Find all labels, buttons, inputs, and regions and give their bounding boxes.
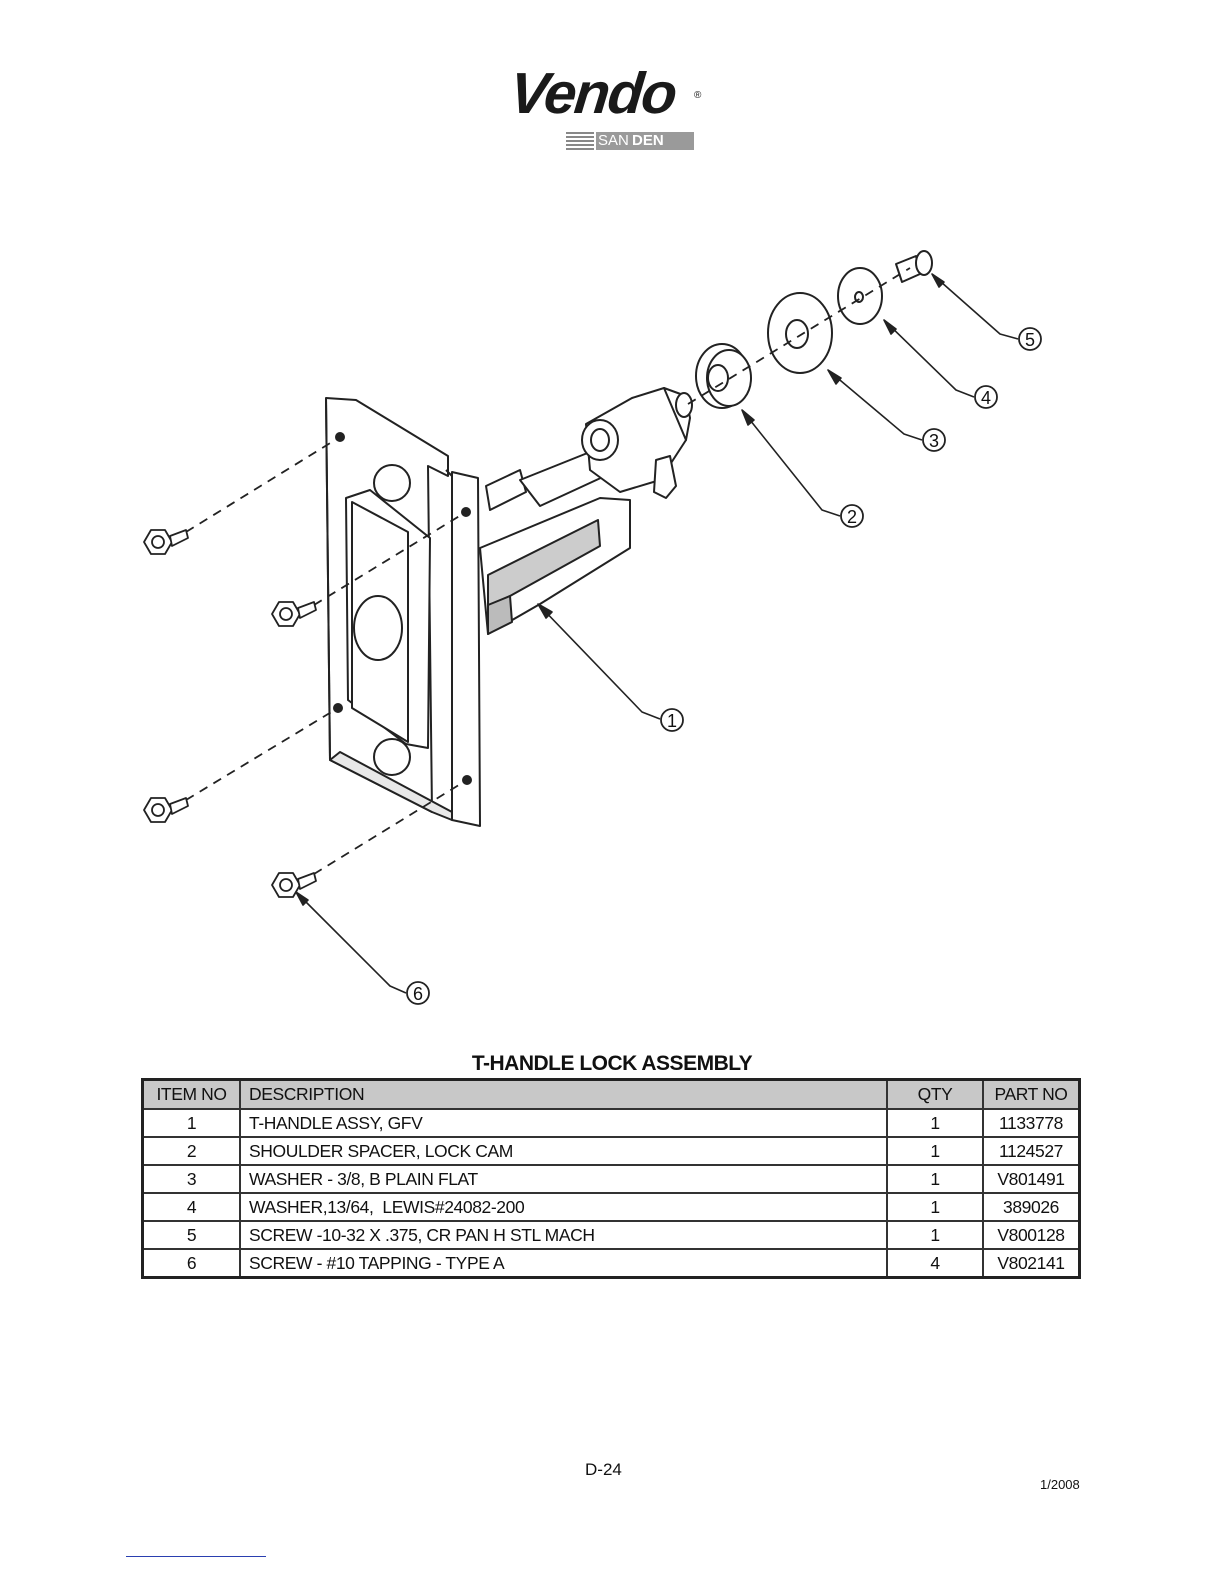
- page-number: D-24: [585, 1460, 622, 1479]
- cell-description: SHOULDER SPACER, LOCK CAM: [239, 1136, 888, 1166]
- logo-sub-den: DEN: [632, 132, 664, 149]
- callout-1: 1: [660, 708, 684, 732]
- table-row: 3 WASHER - 3/8, B PLAIN FLAT 1 V801491: [141, 1164, 1081, 1194]
- header-description: DESCRIPTION: [239, 1078, 888, 1110]
- cell-qty: 1: [886, 1108, 984, 1138]
- svg-text:1: 1: [667, 711, 677, 731]
- pan-head-screw: [895, 250, 933, 283]
- svg-text:5: 5: [1025, 330, 1035, 350]
- cell-description: WASHER,13/64, LEWIS#24082-200: [239, 1192, 888, 1222]
- vendo-sanden-logo: Vendo ® SAN DEN: [506, 61, 706, 156]
- cell-item: 4: [141, 1192, 241, 1222]
- cell-item: 2: [141, 1136, 241, 1166]
- table-header-row: ITEM NO DESCRIPTION QTY PART NO: [141, 1078, 1081, 1110]
- cell-description: WASHER - 3/8, B PLAIN FLAT: [239, 1164, 888, 1194]
- cell-item: 3: [141, 1164, 241, 1194]
- cell-item: 6: [141, 1248, 241, 1279]
- cell-qty: 1: [886, 1192, 984, 1222]
- logo-wordmark: Vendo: [506, 61, 679, 126]
- callout-5: 5: [1018, 327, 1042, 351]
- table-row: 6 SCREW - #10 TAPPING - TYPE A 4 V802141: [141, 1248, 1081, 1279]
- logo-registered-mark: ®: [694, 90, 702, 101]
- cell-qty: 1: [886, 1220, 984, 1250]
- callout-circles: 1 2 3 4 5 6: [406, 327, 1042, 1005]
- svg-text:6: 6: [413, 984, 423, 1004]
- assembly-title: T-HANDLE LOCK ASSEMBLY: [471, 1052, 753, 1075]
- shoulder-spacer: [695, 343, 752, 409]
- callout-6: 6: [406, 981, 430, 1005]
- svg-text:3: 3: [929, 431, 939, 451]
- table-row: 4 WASHER,13/64, LEWIS#24082-200 1 389026: [141, 1192, 1081, 1222]
- flat-washer: [767, 292, 833, 374]
- cell-part-no: 1124527: [982, 1136, 1081, 1166]
- cell-qty: 4: [886, 1248, 984, 1279]
- cell-part-no: V800128: [982, 1220, 1081, 1250]
- explode-axis: [687, 267, 911, 405]
- svg-text:2: 2: [847, 507, 857, 527]
- logo-sub-san: SAN: [598, 132, 629, 149]
- table-row: 1 T-HANDLE ASSY, GFV 1 1133778: [141, 1108, 1081, 1138]
- cell-part-no: 389026: [982, 1192, 1081, 1222]
- parts-table: ITEM NO DESCRIPTION QTY PART NO 1 T-HAND…: [141, 1078, 1081, 1279]
- cell-part-no: 1133778: [982, 1108, 1081, 1138]
- svg-text:4: 4: [981, 388, 991, 408]
- tapping-screws: [143, 436, 468, 898]
- logo-stripes: [566, 132, 594, 150]
- callout-leaders: [295, 273, 1019, 994]
- cell-description: SCREW - #10 TAPPING - TYPE A: [239, 1248, 888, 1279]
- header-qty: QTY: [886, 1078, 984, 1110]
- revision-date: 1/2008: [1040, 1477, 1080, 1492]
- cell-qty: 1: [886, 1136, 984, 1166]
- t-handle-body: [479, 387, 693, 635]
- small-washer: [837, 267, 883, 325]
- cell-item: 1: [141, 1108, 241, 1138]
- table-row: 5 SCREW -10-32 X .375, CR PAN H STL MACH…: [141, 1220, 1081, 1250]
- cell-description: SCREW -10-32 X .375, CR PAN H STL MACH: [239, 1220, 888, 1250]
- mounting-plate: [325, 397, 481, 827]
- footer-link-underline[interactable]: [126, 1556, 266, 1557]
- cell-part-no: V801491: [982, 1164, 1081, 1194]
- header-item-no: ITEM NO: [141, 1078, 241, 1110]
- callout-3: 3: [922, 428, 946, 452]
- cell-part-no: V802141: [982, 1248, 1081, 1279]
- header-part-no: PART NO: [982, 1078, 1081, 1110]
- cell-description: T-HANDLE ASSY, GFV: [239, 1108, 888, 1138]
- cell-item: 5: [141, 1220, 241, 1250]
- callout-4: 4: [974, 385, 998, 409]
- exploded-assembly-diagram: 1 2 3 4 5 6: [143, 250, 1042, 1005]
- table-row: 2 SHOULDER SPACER, LOCK CAM 1 1124527: [141, 1136, 1081, 1166]
- cell-qty: 1: [886, 1164, 984, 1194]
- callout-2: 2: [840, 504, 864, 528]
- logo-sub-bar: [596, 132, 694, 150]
